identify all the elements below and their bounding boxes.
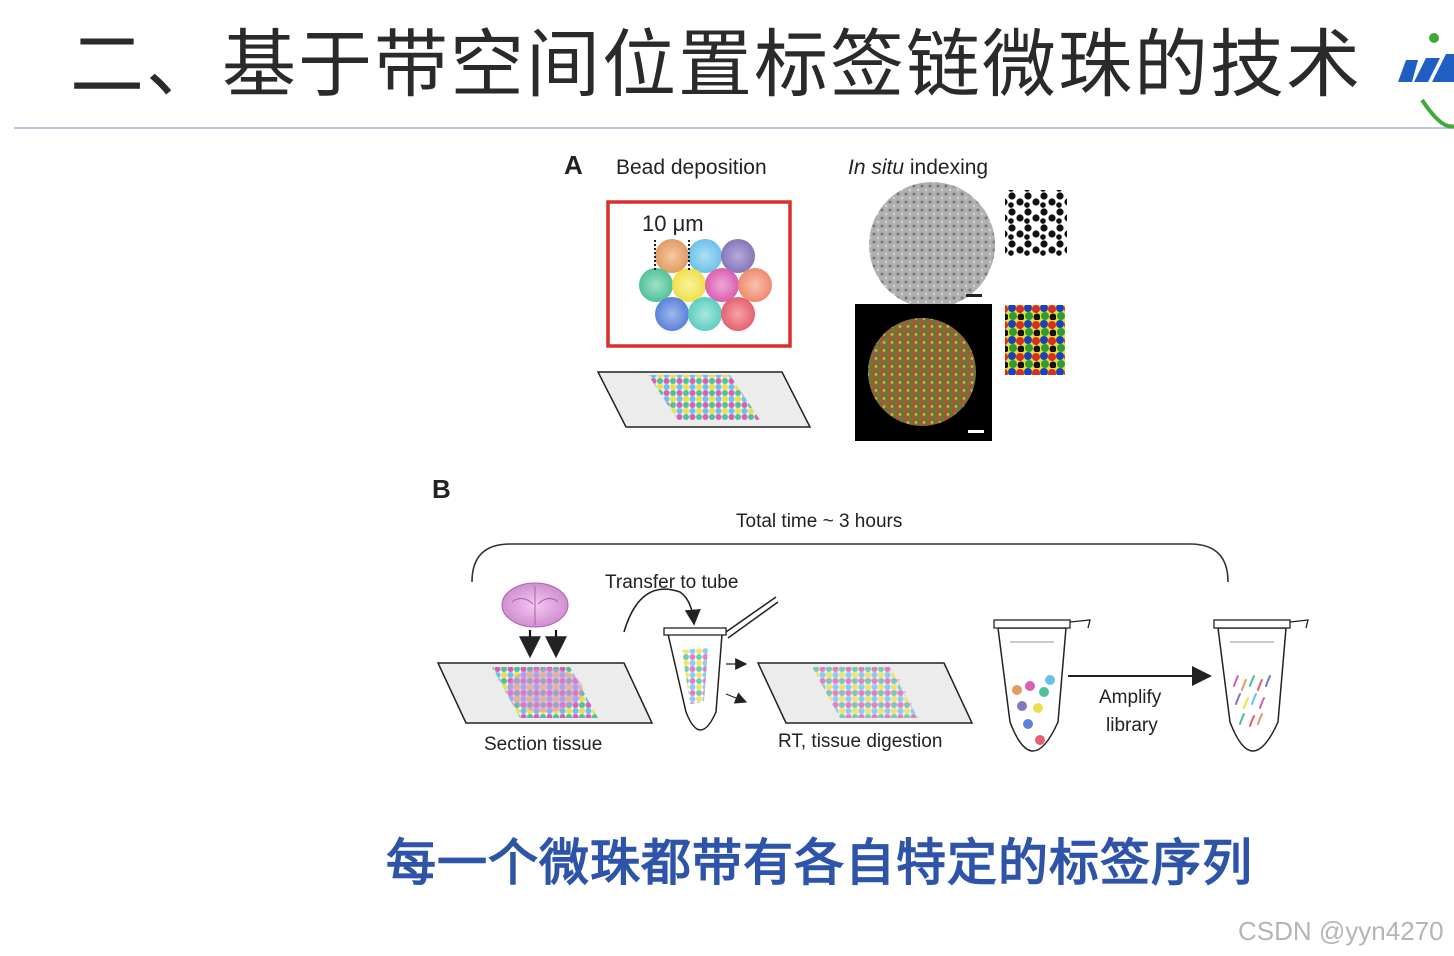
section-tissue-label: Section tissue <box>484 734 602 756</box>
bw-zoom-inset <box>1005 190 1067 256</box>
section-slide <box>438 663 652 723</box>
color-zoom-inset <box>1005 305 1065 375</box>
bead-deposition-label: Bead deposition <box>616 156 767 180</box>
transfer-label: Transfer to tube <box>605 572 738 594</box>
slide-subtitle: 每一个微珠都带有各自特定的标签序列 <box>386 838 1253 888</box>
indexing-text: indexing <box>904 156 988 179</box>
scale-label: 10 μm <box>642 211 704 237</box>
in-situ-indexing-label: In situ indexing <box>848 156 988 180</box>
amplify-label: Amplify <box>1099 687 1161 709</box>
library-label: library <box>1106 715 1158 737</box>
panel-a-letter: A <box>564 150 583 181</box>
in-situ-italic: In situ <box>848 156 904 179</box>
brain-section-icon <box>502 583 568 627</box>
panel-b-letter: B <box>432 474 451 505</box>
library-tube-icon <box>1214 620 1308 751</box>
total-time-bracket <box>472 544 1228 582</box>
rt-digestion-label: RT, tissue digestion <box>778 731 942 753</box>
bead-cluster <box>639 239 772 331</box>
transfer-arrow <box>624 589 694 632</box>
total-time-label: Total time ~ 3 hours <box>736 511 902 533</box>
bead-tube-icon <box>994 620 1090 751</box>
bead-slide <box>598 372 810 427</box>
digestion-slide <box>758 663 972 723</box>
color-puck <box>868 318 976 426</box>
grey-puck <box>869 182 995 308</box>
watermark: CSDN @yyn4270 <box>1238 916 1444 947</box>
